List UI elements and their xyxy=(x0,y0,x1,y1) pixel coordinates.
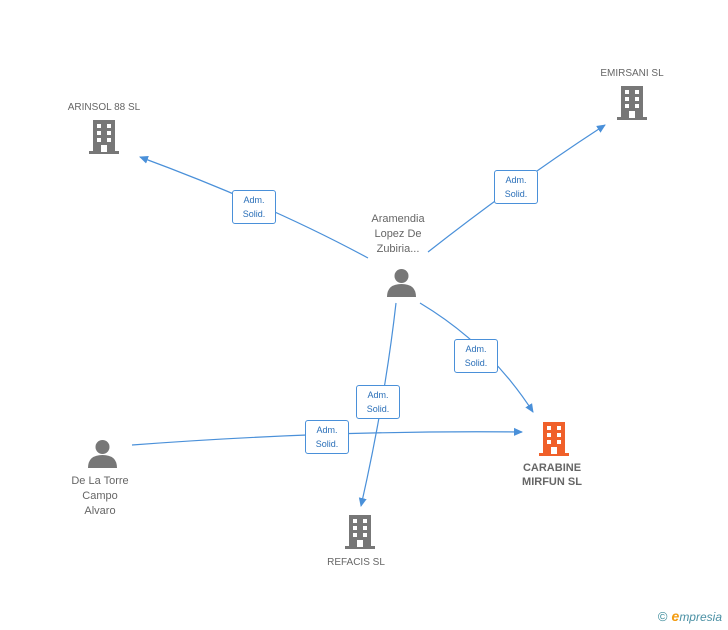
brand-logo: © empresia xyxy=(658,608,722,624)
brand-e: e xyxy=(671,608,680,624)
edge-label-line: Solid. xyxy=(504,189,528,199)
node-label-aramendia[interactable]: Aramendia Lopez De Zubiria... xyxy=(348,212,448,257)
copyright-icon: © xyxy=(657,608,668,624)
node-label-arinsol[interactable]: ARINSOL 88 SL xyxy=(67,102,141,113)
node-label-line: Aramendia xyxy=(371,213,425,225)
node-label-line: De La Torre xyxy=(71,475,129,487)
person-icon[interactable] xyxy=(387,269,416,297)
node-label-line: Zubiria... xyxy=(376,243,420,255)
edge-label-aramendia-refacis[interactable]: Adm. Solid. xyxy=(356,385,400,419)
edge-label-line: Solid. xyxy=(315,439,339,449)
edge-label-aramendia-arinsol[interactable]: Adm. Solid. xyxy=(232,190,276,224)
edge-label-line: Adm. xyxy=(505,175,527,185)
person-icon[interactable] xyxy=(88,440,117,468)
node-label-emirsani[interactable]: EMIRSANI SL xyxy=(600,68,664,79)
building-icon[interactable] xyxy=(617,86,647,120)
edge-label-line: Adm. xyxy=(465,344,487,354)
edge-label-aramendia-emirsani[interactable]: Adm. Solid. xyxy=(494,170,538,204)
building-icon[interactable] xyxy=(345,515,375,549)
node-label-refacis[interactable]: REFACIS SL xyxy=(327,557,385,568)
node-label-line: CARABINE xyxy=(522,462,582,474)
node-label-delatorre[interactable]: De La Torre Campo Alvaro xyxy=(50,474,150,519)
edge-label-line: Adm. xyxy=(243,195,265,205)
node-label-line: MIRFUN SL xyxy=(522,476,582,488)
node-label-line: Lopez De xyxy=(374,228,422,240)
edge-label-aramendia-carabine[interactable]: Adm. Solid. xyxy=(454,339,498,373)
edge-label-line: Adm. xyxy=(316,425,338,435)
node-label-line: Alvaro xyxy=(84,505,116,517)
node-label-carabine[interactable]: CARABINE MIRFUN SL xyxy=(502,461,602,489)
node-label-line: Campo xyxy=(82,490,118,502)
building-icon[interactable] xyxy=(539,422,569,456)
brand-name: mpresia xyxy=(679,610,722,624)
edge-label-delatorre-carabine[interactable]: Adm. Solid. xyxy=(305,420,349,454)
edge-label-line: Adm. xyxy=(367,390,389,400)
edge-label-line: Solid. xyxy=(242,209,266,219)
edge-label-line: Solid. xyxy=(464,358,488,368)
building-icon[interactable] xyxy=(89,120,119,154)
edge-label-line: Solid. xyxy=(366,404,390,414)
